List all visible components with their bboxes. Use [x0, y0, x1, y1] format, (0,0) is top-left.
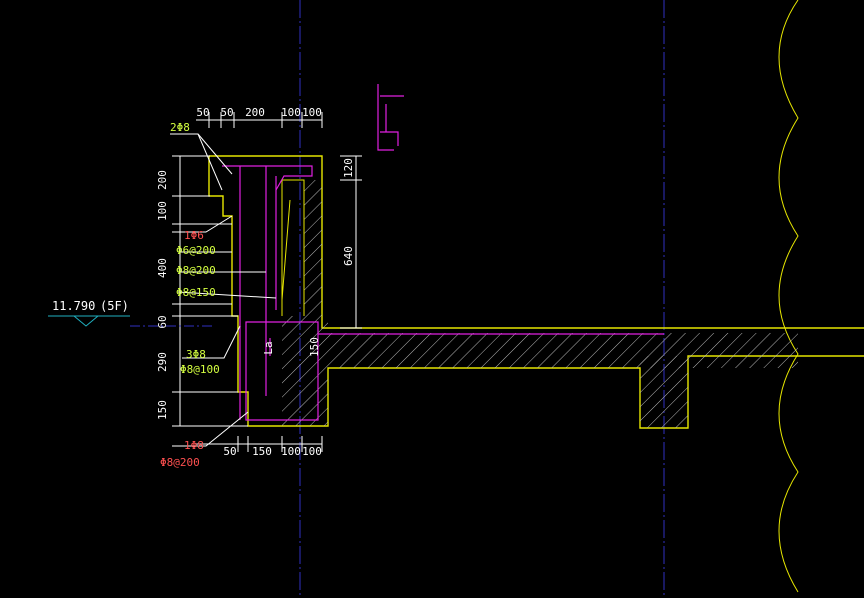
level-marker: 11.790 (5F) [48, 299, 214, 327]
dim-left-6: 150 [156, 400, 169, 420]
note-bottom-stirrup: Φ8@200 [160, 456, 200, 469]
parapet-section [208, 155, 864, 429]
axis-lines [299, 0, 665, 598]
dim-left-4: 60 [156, 315, 169, 328]
anchor-label: La [262, 341, 275, 354]
dim-left-2: 100 [156, 201, 169, 221]
parapet-hatch [304, 180, 322, 316]
beam-hatch [282, 316, 328, 426]
dims-right: 120 640 [342, 158, 355, 266]
slab-dim: 150 [308, 337, 321, 357]
dim-left-3: 400 [156, 258, 169, 278]
dim-top-5: 100 [302, 106, 322, 119]
dims-left: 200 100 400 60 290 150 [156, 170, 169, 420]
top-rebar-u [222, 165, 313, 191]
dim-right-2: 640 [342, 246, 355, 266]
level-value: 11.790 [52, 299, 95, 313]
dim-bottom-1: 50 [223, 445, 236, 458]
break-line [778, 0, 799, 593]
note-dist-a: Φ6@200 [176, 244, 216, 257]
dims-bottom: 50 150 100 100 [223, 445, 322, 458]
note-top-bars: 2Φ8 [170, 121, 190, 134]
hook-detail [377, 84, 404, 151]
dim-bottom-3: 100 [281, 445, 301, 458]
rebar-notes: 2Φ8 1Φ6 Φ6@200 Φ8@200 Φ8@150 3Φ8 Φ8@100 … [160, 121, 220, 469]
dim-top-1: 50 [196, 106, 209, 119]
dims-top: 50 50 200 100 100 [196, 106, 322, 119]
dim-left-5: 290 [156, 352, 169, 372]
beam-stirrup [245, 321, 319, 421]
note-dist-b: Φ8@200 [176, 264, 216, 277]
rebar-layout [222, 84, 664, 421]
inner-void-line [281, 179, 305, 316]
dim-left-1: 200 [156, 170, 169, 190]
note-beam-bars: 3Φ8 [186, 348, 206, 361]
note-hook-bar: 1Φ6 [184, 229, 204, 242]
note-bottom-bar: 1Φ8 [184, 439, 204, 452]
dimension-lines [172, 112, 362, 452]
dim-top-3: 200 [245, 106, 265, 119]
note-dist-c: Φ8@150 [176, 286, 216, 299]
note-beam-stirrup: Φ8@100 [180, 363, 220, 376]
drop-beam-hatch [640, 356, 688, 428]
dim-top-4: 100 [281, 106, 301, 119]
dim-bottom-4: 100 [302, 445, 322, 458]
dim-bottom-2: 150 [252, 445, 272, 458]
level-floor: (5F) [100, 299, 129, 313]
slab-hatch [328, 333, 798, 368]
dim-right-1: 120 [342, 158, 355, 178]
dim-top-2: 50 [220, 106, 233, 119]
note-leaders [170, 133, 277, 447]
